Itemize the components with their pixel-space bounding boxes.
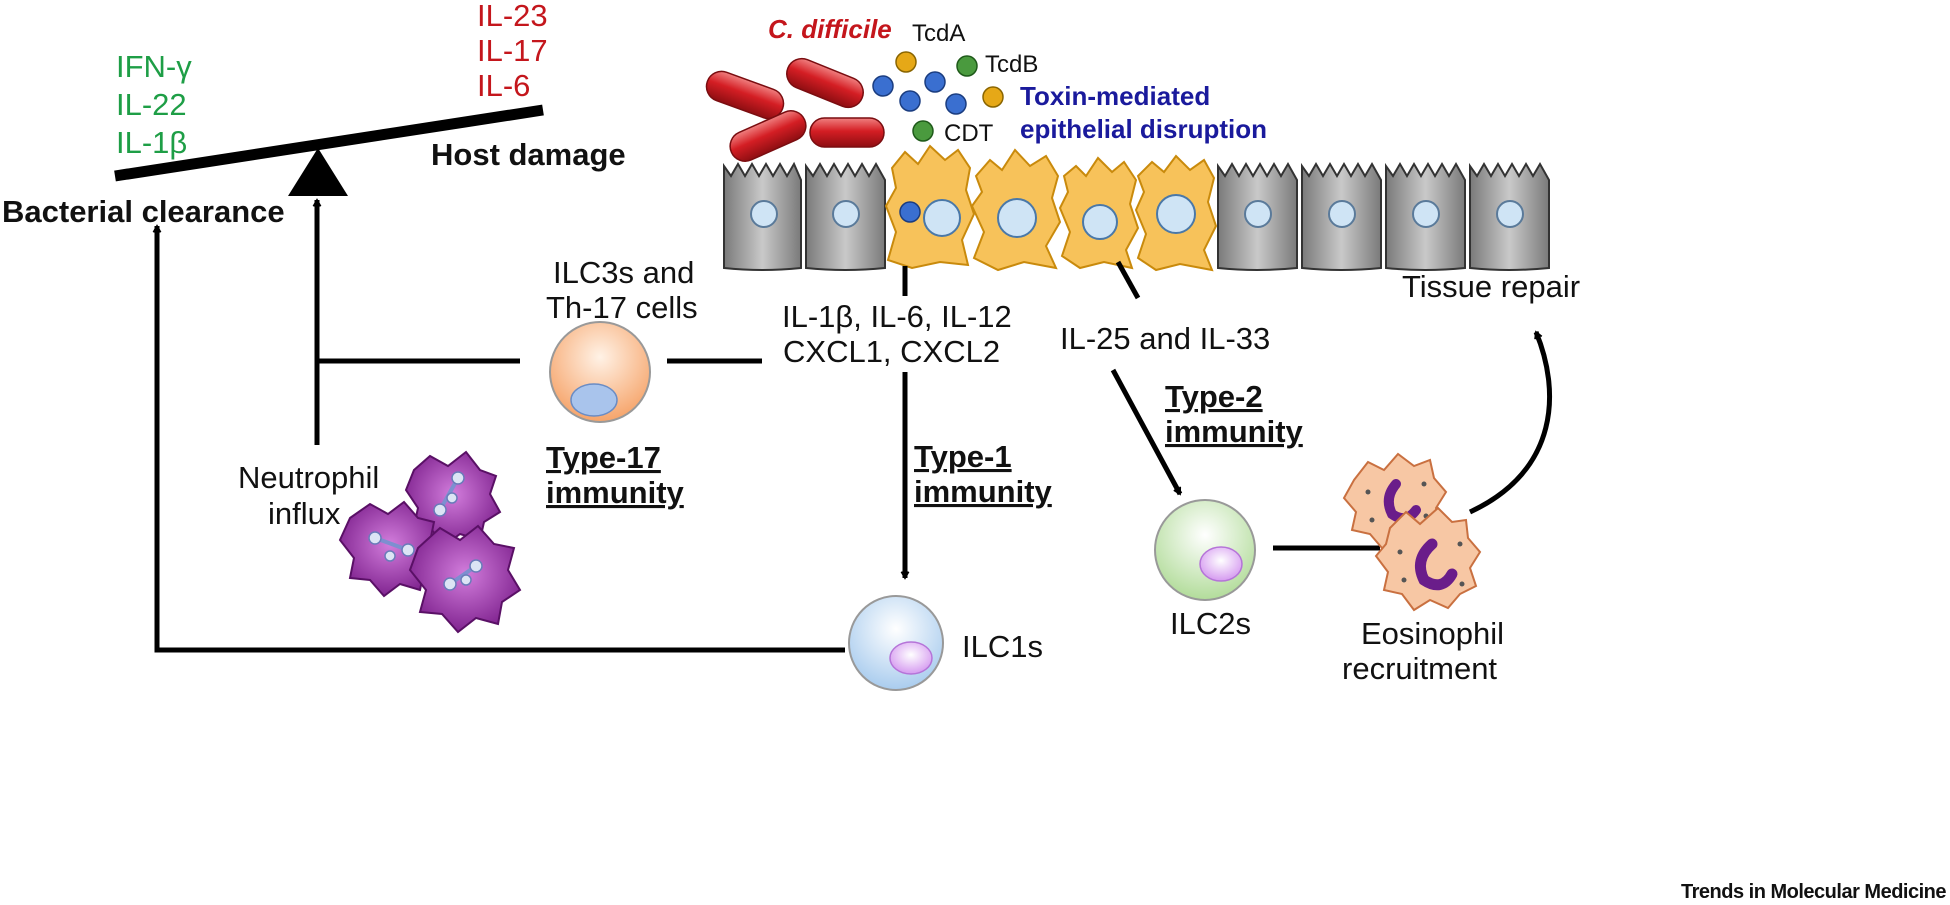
type2-signal-label: IL-25 and IL-33 xyxy=(1060,321,1270,356)
toxin-cdt xyxy=(899,90,921,112)
toxin-cdt xyxy=(945,93,967,115)
c-difficile-bacteria xyxy=(705,57,885,162)
eosinophil-cell xyxy=(1374,506,1482,612)
bacterial-clearance-label: Bacterial clearance xyxy=(2,194,285,229)
balance-scale xyxy=(114,104,544,196)
healthy-epithelial-cell xyxy=(723,161,802,271)
toxin-label-tcda: TcdA xyxy=(912,20,965,47)
type1-signal-label: IL-1β, IL-6, IL-12 xyxy=(782,299,1012,334)
toxin-tcda xyxy=(982,86,1004,108)
eosinophil-label: recruitment xyxy=(1342,651,1497,686)
type17-immunity-label: immunity xyxy=(546,475,685,510)
ilc2-label: ILC2s xyxy=(1170,606,1251,641)
toxin-tcdb xyxy=(956,55,978,77)
ilc1-cell xyxy=(848,595,944,691)
toxin-label-tcdb: TcdB xyxy=(985,51,1038,78)
type2-immunity-label: immunity xyxy=(1165,414,1304,449)
ilc3-cell xyxy=(549,321,651,423)
damaged-epithelial-cell xyxy=(1134,154,1218,272)
type1-signal-label: CXCL1, CXCL2 xyxy=(783,334,1000,369)
healthy-epithelial-cell xyxy=(805,161,886,271)
damaged-epithelial-cell xyxy=(1058,156,1140,270)
eosinophil-to-repair-arrow xyxy=(1468,332,1552,515)
healthy-epithelial-cell xyxy=(1217,161,1298,271)
protective-cytokine-list: IFN-γ IL-22 IL-1β xyxy=(116,49,192,160)
ilc2-cell xyxy=(1154,499,1256,601)
damage-cytokine: IL-6 xyxy=(477,68,530,103)
damaged-epithelial-cell xyxy=(884,144,976,270)
host-damage-label: Host damage xyxy=(431,137,626,172)
neutrophil-label: influx xyxy=(268,496,341,531)
journal-footer: Trends in Molecular Medicine xyxy=(1681,881,1946,903)
toxin-disruption-label: Toxin-mediated xyxy=(1020,81,1210,111)
toxin-tcda xyxy=(895,51,917,73)
damage-cytokine: IL-23 xyxy=(477,0,548,33)
tissue-repair-label: Tissue repair xyxy=(1402,269,1580,304)
type2-immunity-label: Type-2 xyxy=(1165,379,1263,414)
type2-arrow xyxy=(1110,368,1183,494)
ilc1-to-clearance-arrow xyxy=(157,226,845,653)
neutrophil-label: Neutrophil xyxy=(238,460,379,495)
damage-cytokine: IL-17 xyxy=(477,33,548,68)
healthy-epithelial-cell xyxy=(1301,161,1382,271)
epithelium-to-il25-line xyxy=(1115,260,1141,300)
toxin-molecules xyxy=(872,51,1004,142)
type17-immunity-label: Type-17 xyxy=(546,440,661,475)
internalized-toxin xyxy=(899,201,921,223)
pathogen-name: C. difficile xyxy=(768,14,892,44)
eosinophil-label: Eosinophil xyxy=(1361,616,1504,651)
healthy-epithelial-cell xyxy=(1469,161,1550,271)
toxin-cdt xyxy=(924,71,946,93)
type1-immunity-label: immunity xyxy=(914,474,1053,509)
toxin-cdt xyxy=(872,75,894,97)
ilc1-label: ILC1s xyxy=(962,629,1043,664)
bacterium xyxy=(809,117,885,148)
neutrophil-cell xyxy=(408,524,522,634)
balance-fulcrum xyxy=(288,148,348,196)
pathway-lines xyxy=(157,200,1552,653)
protective-cytokine: IL-1β xyxy=(116,125,187,160)
protective-cytokine: IFN-γ xyxy=(116,49,192,84)
damaged-epithelial-cell xyxy=(970,148,1062,272)
toxin-disruption-label: epithelial disruption xyxy=(1020,114,1267,144)
toxin-tcdb xyxy=(912,120,934,142)
protective-cytokine: IL-22 xyxy=(116,87,187,122)
toxin-label-cdt: CDT xyxy=(944,120,994,147)
bacterium xyxy=(729,110,807,162)
epithelial-layer xyxy=(723,144,1550,272)
healthy-epithelial-cell xyxy=(1385,161,1466,271)
type1-immunity-label: Type-1 xyxy=(914,439,1012,474)
balance-beam xyxy=(114,104,544,182)
bacterium xyxy=(705,70,785,120)
damage-cytokine-list: IL-23 IL-17 IL-6 xyxy=(477,0,548,103)
ilc3-label: Th-17 cells xyxy=(546,290,698,325)
ilc3-label: ILC3s and xyxy=(553,255,694,290)
bacterium xyxy=(786,57,864,109)
